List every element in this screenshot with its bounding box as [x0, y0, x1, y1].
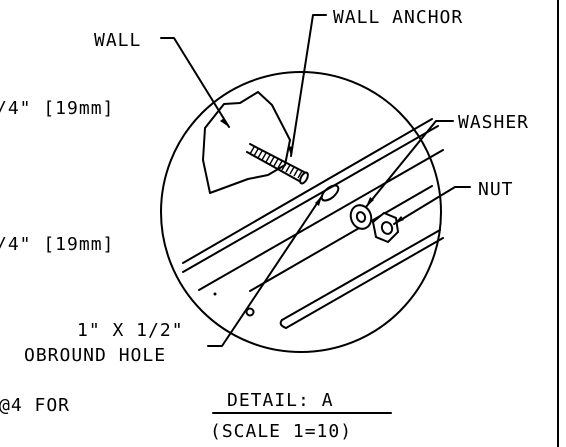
nut-label: NUT: [478, 179, 514, 200]
hole-type-label: OBROUND HOLE: [24, 345, 166, 366]
detail-title: DETAIL: A: [227, 390, 334, 411]
wall-label: WALL: [94, 30, 141, 51]
detail-scale: (SCALE 1=10): [210, 421, 352, 442]
dot-mark: [213, 292, 217, 296]
washer-icon: [349, 204, 373, 230]
dimension-top: /4" [19mm]: [0, 98, 114, 119]
small-hole: [245, 307, 255, 317]
note-fragment: @4 FOR: [0, 395, 70, 416]
nut-icon: [371, 211, 400, 244]
leader-lines: [160, 14, 471, 347]
detail-circle: [160, 71, 442, 353]
obround-hole: [320, 184, 340, 202]
washer-label: WASHER: [458, 112, 529, 133]
wall-anchor-label: WALL ANCHOR: [333, 7, 463, 28]
dimension-bottom: /4" [19mm]: [0, 234, 114, 255]
wall-anchor-icon: [246, 143, 309, 185]
angle-bracket: [182, 118, 444, 329]
hole-size-label: 1" X 1/2": [77, 320, 184, 341]
